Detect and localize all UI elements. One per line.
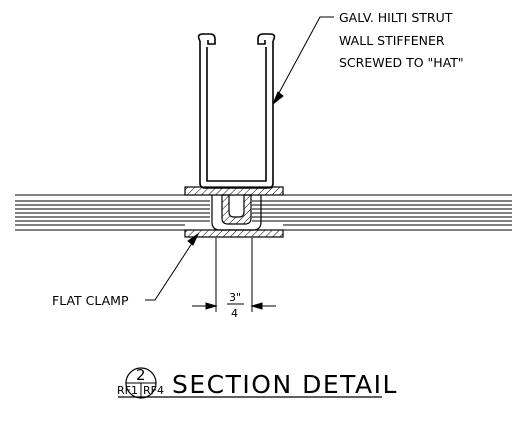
- strut-callout: GALV. HILTI STRUT WALL STIFFENER SCREWED…: [339, 10, 464, 70]
- strut-callout-line-2: WALL STIFFENER: [339, 33, 445, 48]
- detail-title: SECTION DETAIL: [172, 370, 398, 399]
- dimension-denominator: 4: [231, 307, 238, 320]
- sheet-ref-left: RF1: [117, 384, 138, 397]
- dimension-lines: [192, 238, 276, 312]
- strut-channel: [197, 33, 276, 189]
- leader-lines: [145, 16, 334, 301]
- detail-number: 2: [136, 366, 146, 384]
- flat-clamp-plate: [184, 229, 284, 238]
- wall-panel-layers: [15, 194, 512, 231]
- clamp-callout: FLAT CLAMP: [52, 293, 129, 308]
- dimension-value: 3" 4: [227, 291, 244, 320]
- strut-callout-line-3: SCREWED TO "HAT": [339, 55, 464, 70]
- title-block: 2 RF1 RF4 SECTION DETAIL: [117, 366, 398, 399]
- strut-callout-line-1: GALV. HILTI STRUT: [339, 10, 453, 25]
- sheet-ref-right: RF4: [143, 384, 164, 397]
- dimension-numerator: 3": [229, 291, 241, 304]
